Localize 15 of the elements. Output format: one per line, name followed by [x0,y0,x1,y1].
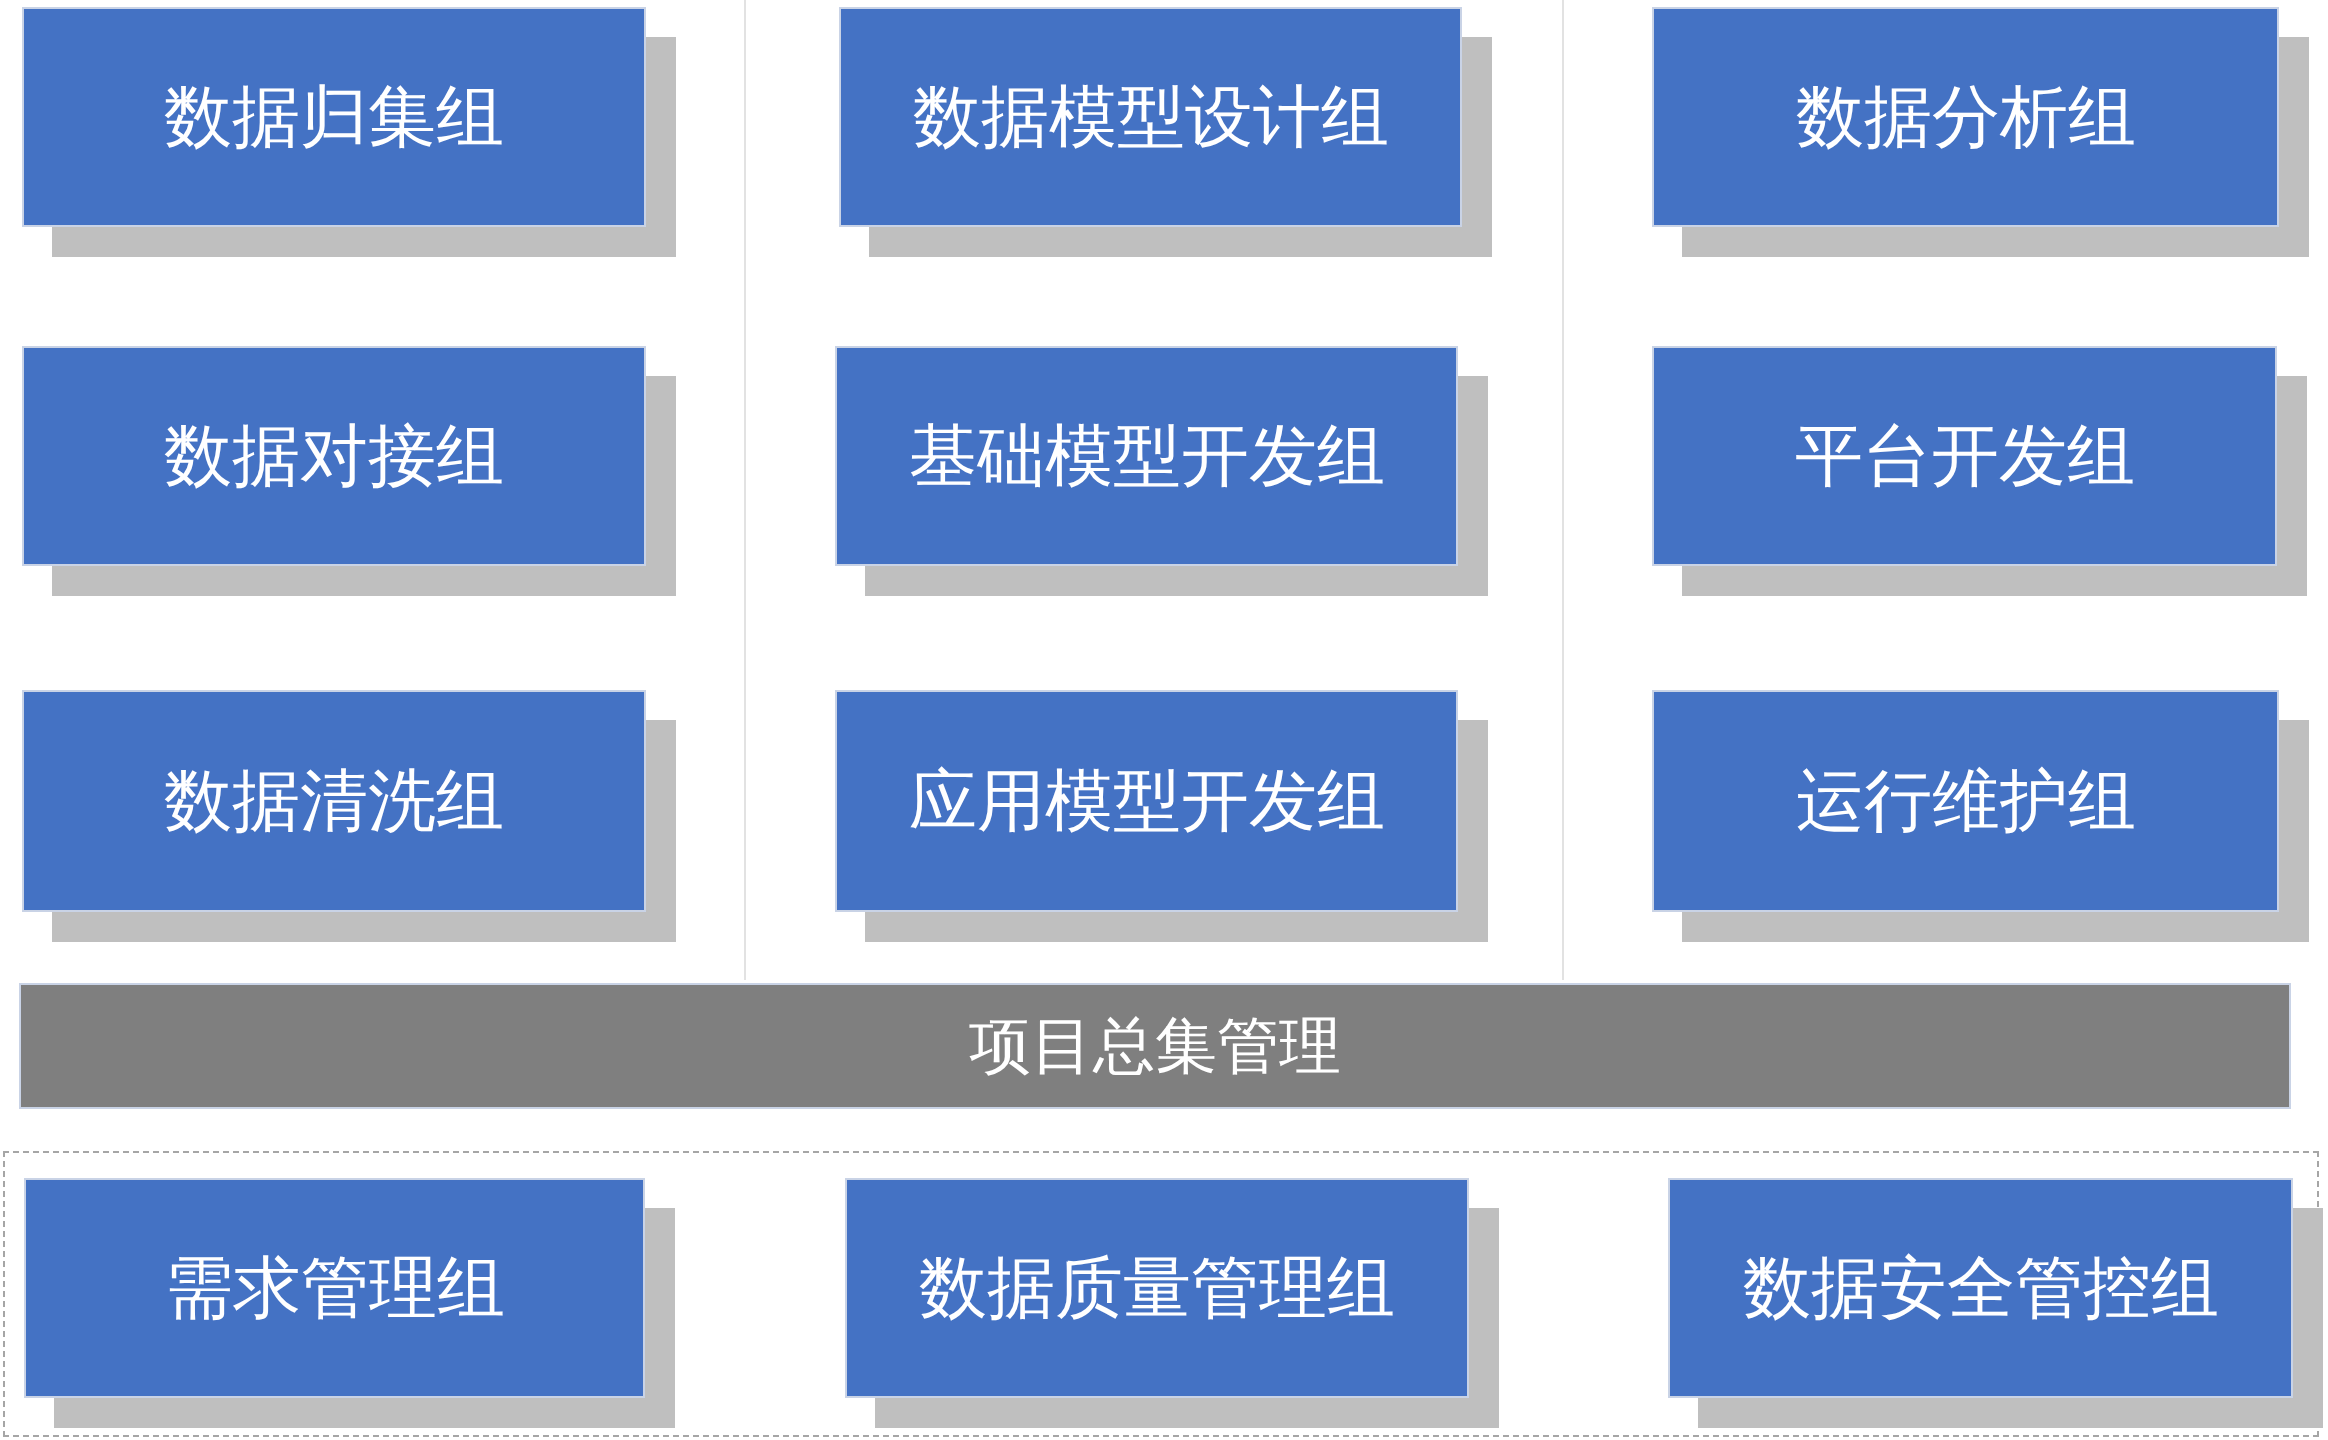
box-label: 应用模型开发组 [908,759,1385,842]
box-label: 项目总集管理 [969,1008,1341,1084]
box-label: 数据对接组 [164,414,504,497]
box-label: 数据模型设计组 [912,75,1389,158]
box-label: 需求管理组 [164,1246,505,1329]
box-label: 数据归集组 [164,75,504,158]
box-label: 基础模型开发组 [908,414,1385,497]
management-band [19,983,2291,1109]
box-label: 运行维护组 [1795,759,2136,842]
dashed-container [3,1151,2319,1437]
box-label: 数据分析组 [1795,75,2136,158]
box-label: 数据质量管理组 [919,1246,1395,1329]
box-label: 平台开发组 [1794,414,2135,497]
box-label: 数据清洗组 [164,759,504,842]
box-label: 数据安全管控组 [1742,1246,2219,1329]
